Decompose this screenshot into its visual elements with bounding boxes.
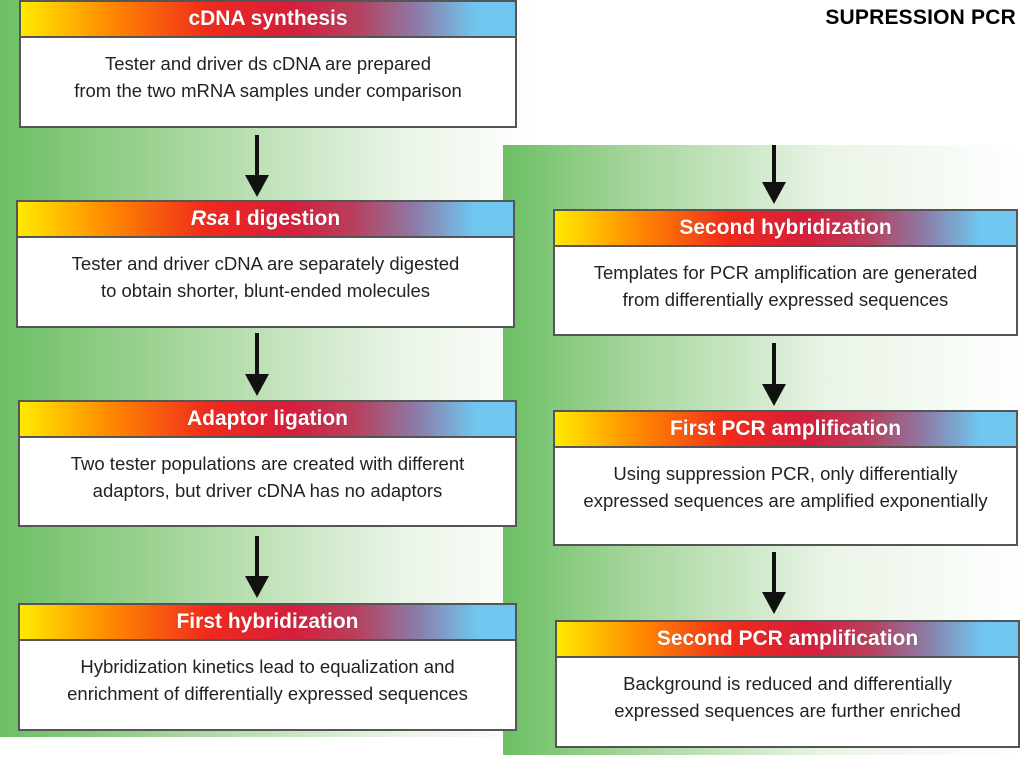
step-description: Hybridization kinetics lead to equalizat…	[20, 641, 515, 707]
step-cdna-synthesis: cDNA synthesis Tester and driver ds cDNA…	[19, 0, 517, 128]
description-line: Templates for PCR amplification are gene…	[593, 262, 978, 283]
description-line: Using suppression PCR, only differential…	[613, 463, 958, 484]
step-second-hybridization: Second hybridization Templates for PCR a…	[553, 209, 1018, 336]
step-description: Two tester populations are created with …	[20, 438, 515, 504]
step-title: Second PCR amplification	[557, 622, 1018, 658]
step-second-pcr-amplification: Second PCR amplification Background is r…	[555, 620, 1020, 748]
description-line: Background is reduced and differentially	[623, 673, 952, 694]
description-line: Tester and driver cDNA are separately di…	[71, 253, 460, 274]
step-title: First hybridization	[20, 605, 515, 641]
step-title-rest: I digestion	[229, 207, 341, 230]
step-description: Background is reduced and differentially…	[557, 658, 1018, 724]
step-description: Tester and driver cDNA are separately di…	[18, 238, 513, 304]
step-description: Tester and driver ds cDNA are prepared f…	[21, 38, 515, 104]
description-line: Hybridization kinetics lead to equalizat…	[80, 656, 455, 677]
description-line: from differentially expressed sequences	[622, 289, 949, 310]
step-first-pcr-amplification: First PCR amplification Using suppressio…	[553, 410, 1018, 546]
page-title: SUPRESSION PCR	[825, 6, 1016, 29]
description-line: Tester and driver ds cDNA are prepared	[105, 53, 431, 74]
description-line: expressed sequences are further enriched	[614, 700, 961, 721]
step-title: Adaptor ligation	[20, 402, 515, 438]
step-title: Second hybridization	[555, 211, 1016, 247]
down-arrow-icon	[762, 343, 786, 406]
step-rsa-digestion: Rsa I digestion Tester and driver cDNA a…	[16, 200, 515, 328]
down-arrow-icon	[245, 333, 269, 396]
description-line: enrichment of differentially expressed s…	[67, 683, 468, 704]
step-description: Templates for PCR amplification are gene…	[555, 247, 1016, 313]
description-line: to obtain shorter, blunt-ended molecules	[100, 280, 431, 301]
step-title: cDNA synthesis	[21, 2, 515, 38]
down-arrow-icon	[762, 552, 786, 614]
step-description: Using suppression PCR, only differential…	[555, 448, 1016, 514]
down-arrow-icon	[762, 145, 786, 204]
description-line: Two tester populations are created with …	[70, 453, 465, 474]
step-title: First PCR amplification	[555, 412, 1016, 448]
step-first-hybridization: First hybridization Hybridization kineti…	[18, 603, 517, 731]
step-title-italic: Rsa	[190, 207, 230, 230]
description-line: from the two mRNA samples under comparis…	[74, 80, 462, 101]
description-line: adaptors, but driver cDNA has no adaptor…	[92, 480, 443, 501]
step-title: Rsa I digestion	[18, 202, 513, 238]
description-line: expressed sequences are amplified expone…	[583, 490, 988, 511]
step-adaptor-ligation: Adaptor ligation Two tester populations …	[18, 400, 517, 527]
down-arrow-icon	[245, 536, 269, 598]
down-arrow-icon	[245, 135, 269, 197]
